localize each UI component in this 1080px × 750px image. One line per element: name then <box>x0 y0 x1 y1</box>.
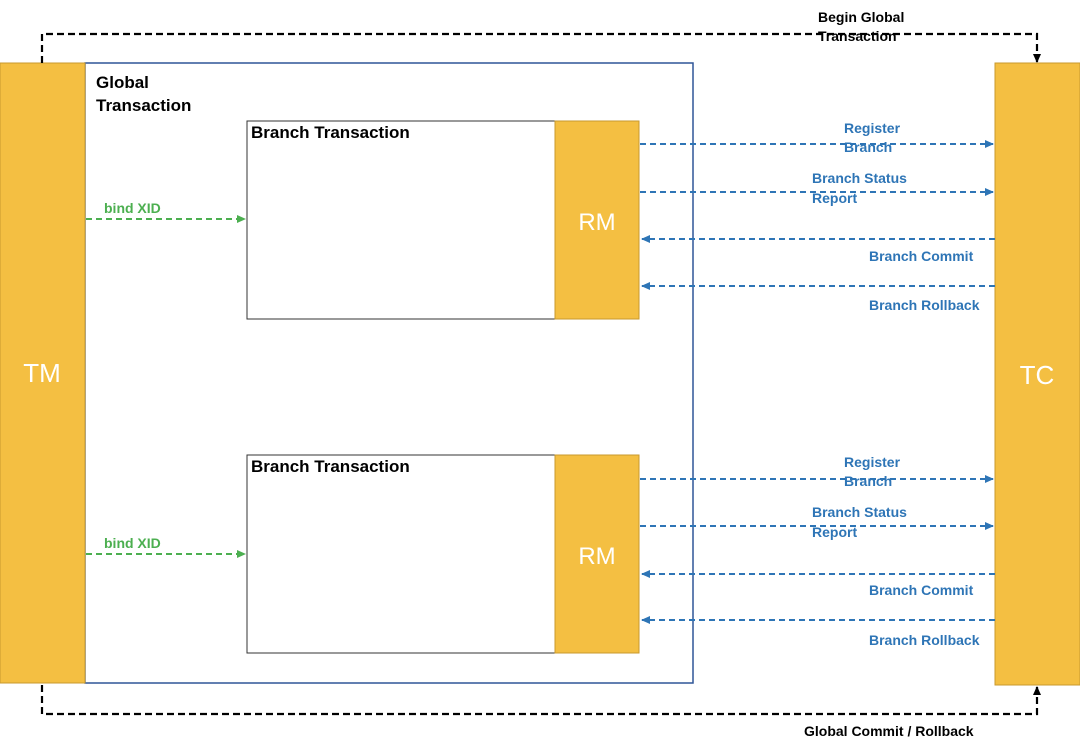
rm-block-2 <box>554 454 640 654</box>
branch-transaction-label-1: Branch Transaction <box>251 123 410 142</box>
branch-commit-label-2: Branch Commit <box>869 582 974 598</box>
register-branch-label-2: Register <box>844 454 901 470</box>
tm-label: TM <box>23 358 61 388</box>
branch-transaction-box-1 <box>246 120 556 320</box>
tc-block <box>994 62 1080 686</box>
rm-label-2: RM <box>578 543 615 570</box>
tm-block <box>0 62 86 684</box>
branch-rollback-label-1: Branch Rollback <box>869 297 980 313</box>
begin-global-transaction-arrow <box>40 32 1041 63</box>
register-branch-label-1: Register <box>844 120 901 136</box>
global-transaction-label-2: Transaction <box>96 96 191 115</box>
rm-block-1 <box>554 120 640 320</box>
branch-transaction-box-2 <box>246 454 556 654</box>
bind-xid-label-2: bind XID <box>104 535 161 551</box>
register-branch-label-2b: Branch <box>844 473 892 489</box>
begin-global-transaction-label: Begin Global <box>818 9 904 25</box>
tc-label: TC <box>1020 360 1055 390</box>
branch-status-label-2b: Report <box>812 524 857 540</box>
branch-transaction-label-2: Branch Transaction <box>251 457 410 476</box>
bind-xid-label-1: bind XID <box>104 200 161 216</box>
register-branch-label-1b: Branch <box>844 139 892 155</box>
global-commit-rollback-label: Global Commit / Rollback <box>804 723 974 739</box>
branch-status-label-2: Branch Status <box>812 504 907 520</box>
rm-label-1: RM <box>578 209 615 236</box>
branch-status-label-1: Branch Status <box>812 170 907 186</box>
branch-rollback-label-2: Branch Rollback <box>869 632 980 648</box>
global-transaction-label: Global <box>96 73 149 92</box>
global-commit-rollback-arrow <box>40 685 1041 716</box>
begin-global-transaction-label-2: Transaction <box>818 28 897 44</box>
branch-commit-label-1: Branch Commit <box>869 248 974 264</box>
branch-status-label-1b: Report <box>812 190 857 206</box>
